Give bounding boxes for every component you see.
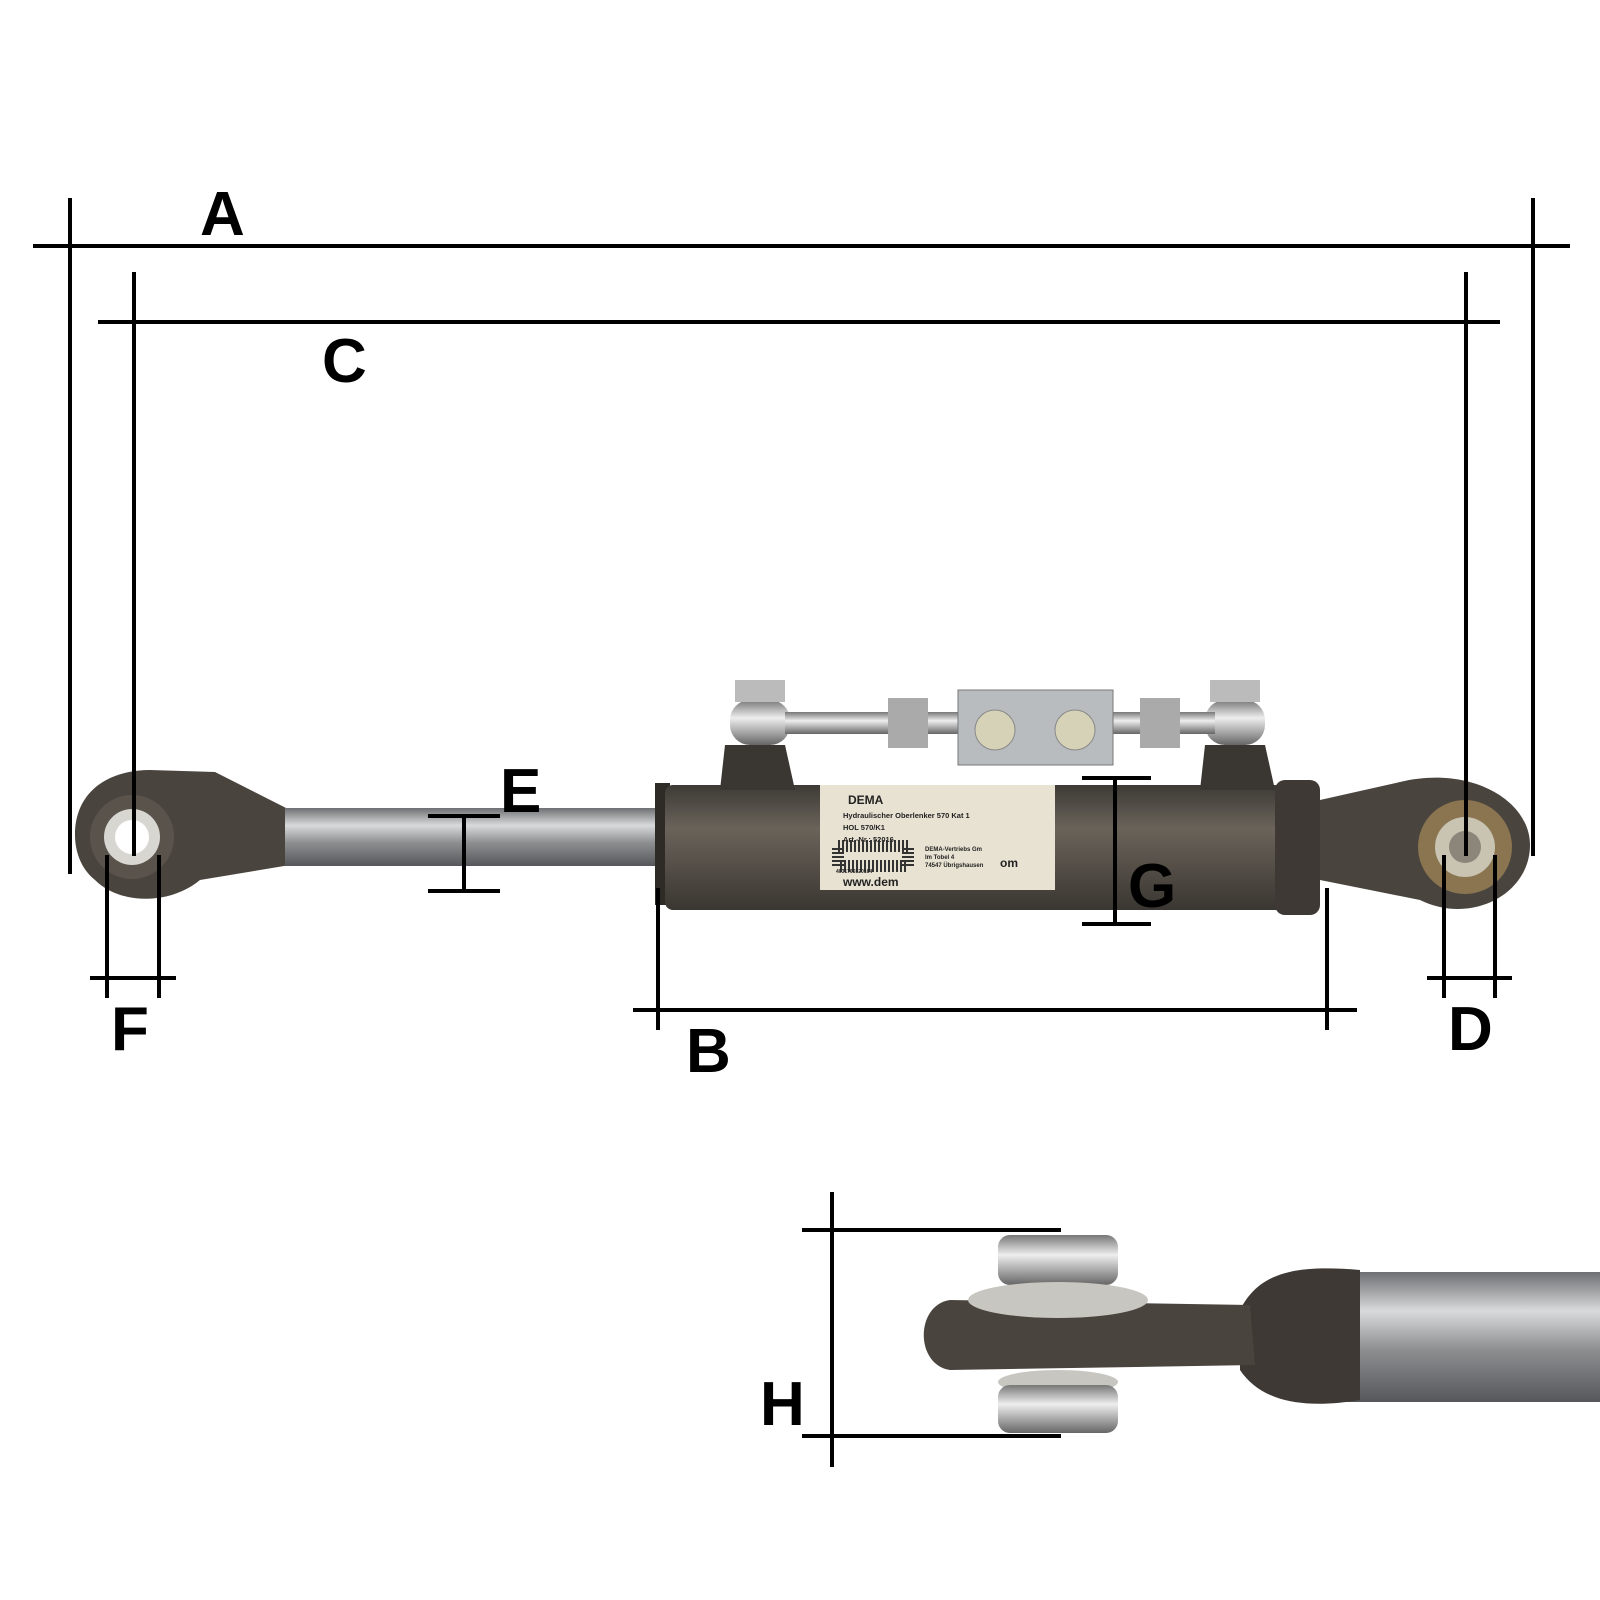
sticker-title: Hydraulischer Oberlenker 570 Kat 1 [843, 811, 970, 820]
dim-label-a: A [200, 180, 245, 249]
product-sticker: DEMA Hydraulischer Oberlenker 570 Kat 1 … [820, 785, 1055, 890]
sticker-website: www.dem [842, 875, 899, 889]
sticker-barcode-number: 4031765520164 [836, 869, 872, 875]
sticker-vendor-suffix: om [1000, 856, 1018, 870]
sticker-article: Art.-Nr.: 52016 [843, 835, 894, 844]
sticker-vendor-1: DEMA-Vertriebs Gm [925, 847, 982, 853]
eye-detail-view [923, 1235, 1600, 1433]
dim-label-h: H [760, 1370, 805, 1439]
dim-label-f: F [111, 995, 149, 1064]
sticker-vendor-3: 74547 Übrigshausen [925, 862, 984, 869]
sticker-model: HOL 570/K1 [843, 823, 885, 832]
hydraulic-top-link: DEMA Hydraulischer Oberlenker 570 Kat 1 … [75, 680, 1530, 915]
dimension-lines [33, 198, 1570, 1467]
dim-label-g: G [1128, 852, 1176, 921]
dim-label-b: B [686, 1017, 731, 1086]
dim-label-c: C [322, 327, 367, 396]
dim-label-e: E [500, 757, 541, 826]
sticker-brand: DEMA [848, 793, 884, 807]
sticker-vendor-2: Im Tobel 4 [925, 855, 955, 861]
dim-label-d: D [1448, 995, 1493, 1064]
barcode [832, 840, 914, 872]
